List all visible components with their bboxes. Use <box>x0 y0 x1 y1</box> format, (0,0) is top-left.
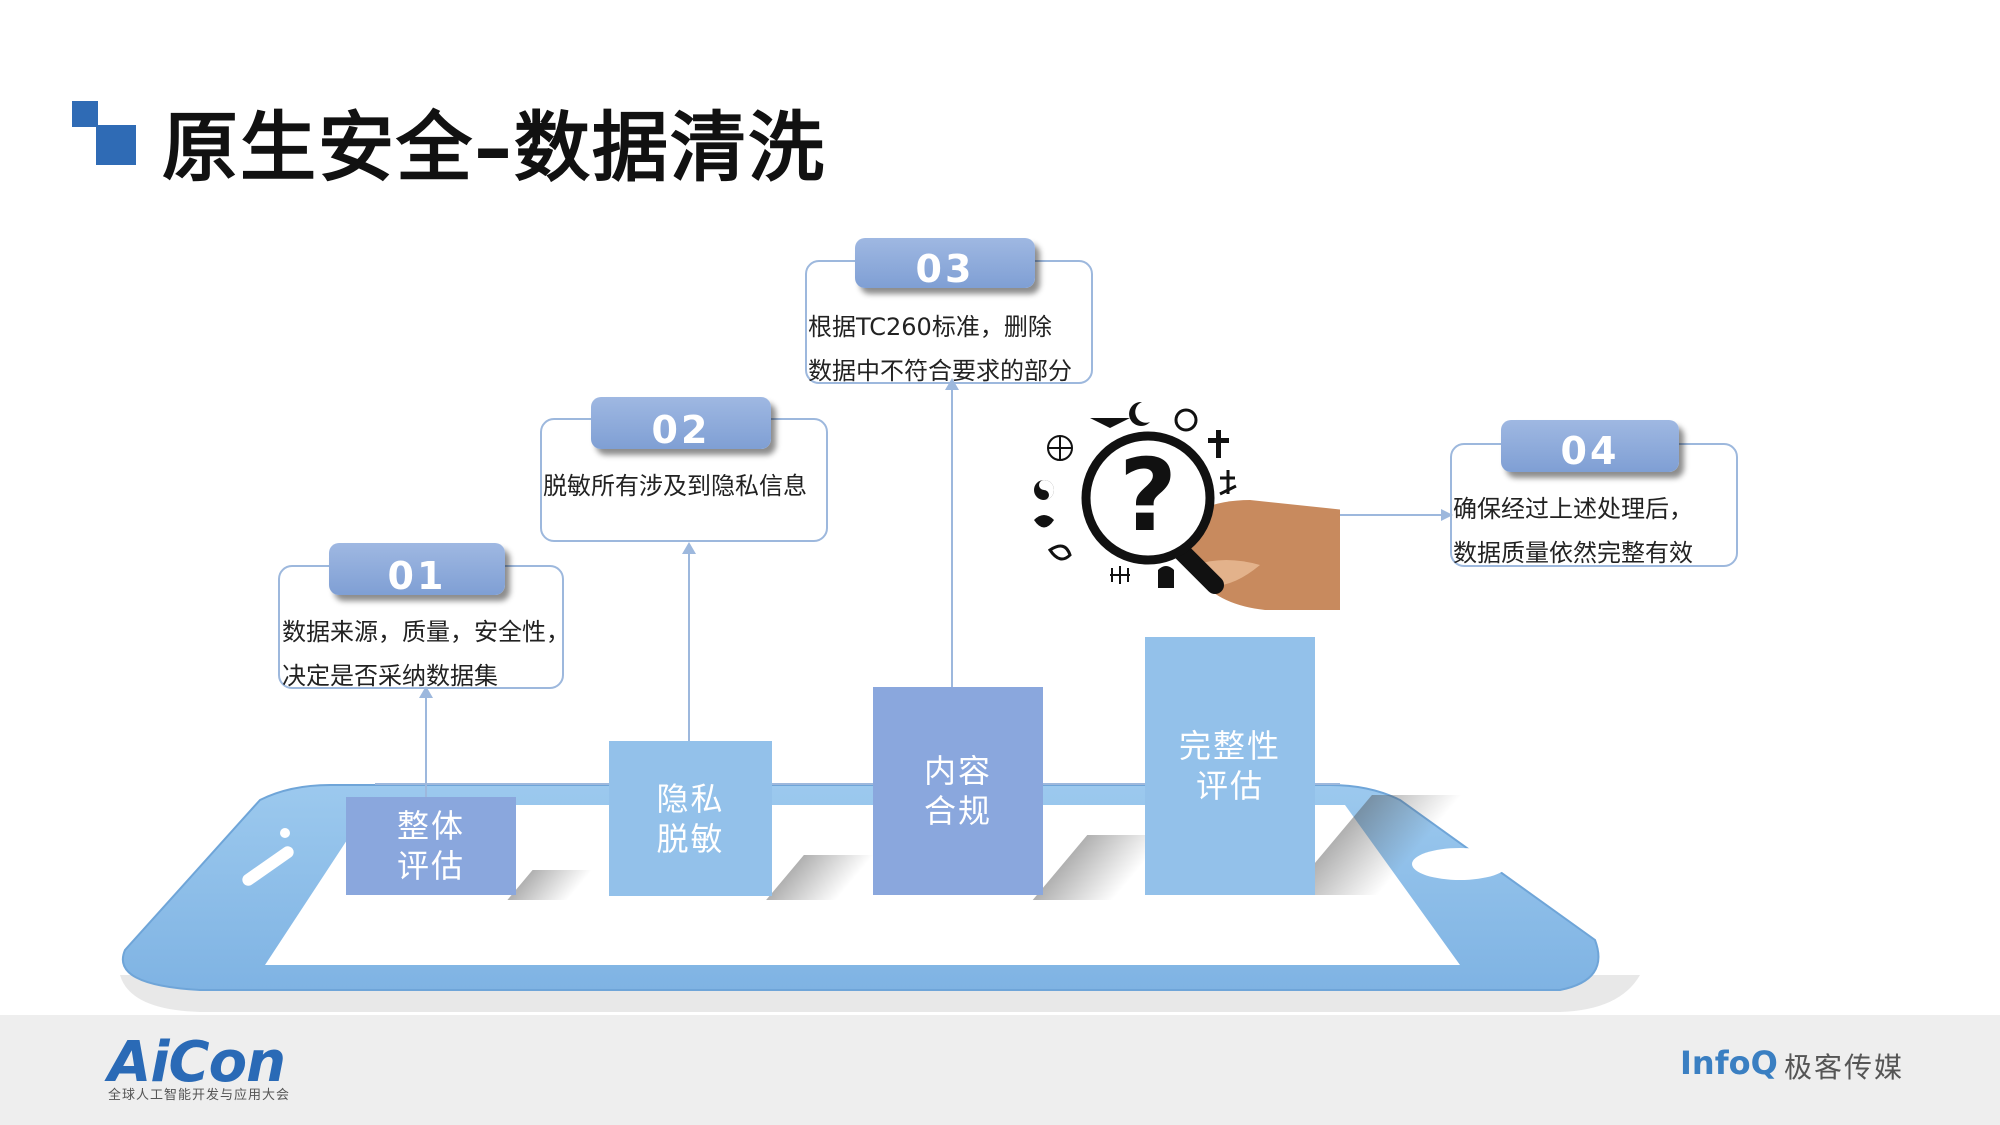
connector-line-03 <box>951 386 953 687</box>
magnifier-question-icon: ? <box>1034 401 1340 610</box>
callout-text-03: 根据TC260标准，删除 数据中不符合要求的部分 <box>808 313 1072 385</box>
arrow-up-icon <box>419 686 433 698</box>
step-number-03: 03 <box>855 238 1035 291</box>
infoq-company-name: 极客传媒 <box>1784 1051 1905 1084</box>
pillar-integrity-assessment: 完整性评估 <box>1145 637 1315 895</box>
arrow-up-icon <box>945 378 959 390</box>
infoq-logo: InfoQ <box>1680 1044 1778 1082</box>
svg-text:?: ? <box>1119 437 1177 554</box>
step-number-04: 04 <box>1501 420 1679 473</box>
arrow-up-icon <box>682 542 696 554</box>
callout-text-02: 脱敏所有涉及到隐私信息 <box>543 472 807 500</box>
pillar-privacy-masking: 隐私脱敏 <box>609 741 772 896</box>
footer-bar <box>0 1015 2000 1125</box>
page-title: 原生安全–数据清洗 <box>162 103 826 192</box>
pillar-content-compliance: 内容合规 <box>873 687 1043 895</box>
step-number-01: 01 <box>329 543 505 598</box>
title-mark-icon <box>72 101 136 165</box>
callout-text-01: 数据来源，质量，安全性， 决定是否采纳数据集 <box>282 618 570 690</box>
connector-line-02 <box>688 550 690 741</box>
aicon-subtitle: 全球人工智能开发与应用大会 <box>108 1088 291 1103</box>
pillar-overall-assessment: 整体评估 <box>346 797 516 895</box>
step-number-02: 02 <box>591 397 771 452</box>
callout-text-04: 确保经过上述处理后， 数据质量依然完整有效 <box>1453 495 1693 567</box>
aicon-logo: AiCon <box>108 1030 286 1095</box>
connector-line-01 <box>425 694 427 797</box>
